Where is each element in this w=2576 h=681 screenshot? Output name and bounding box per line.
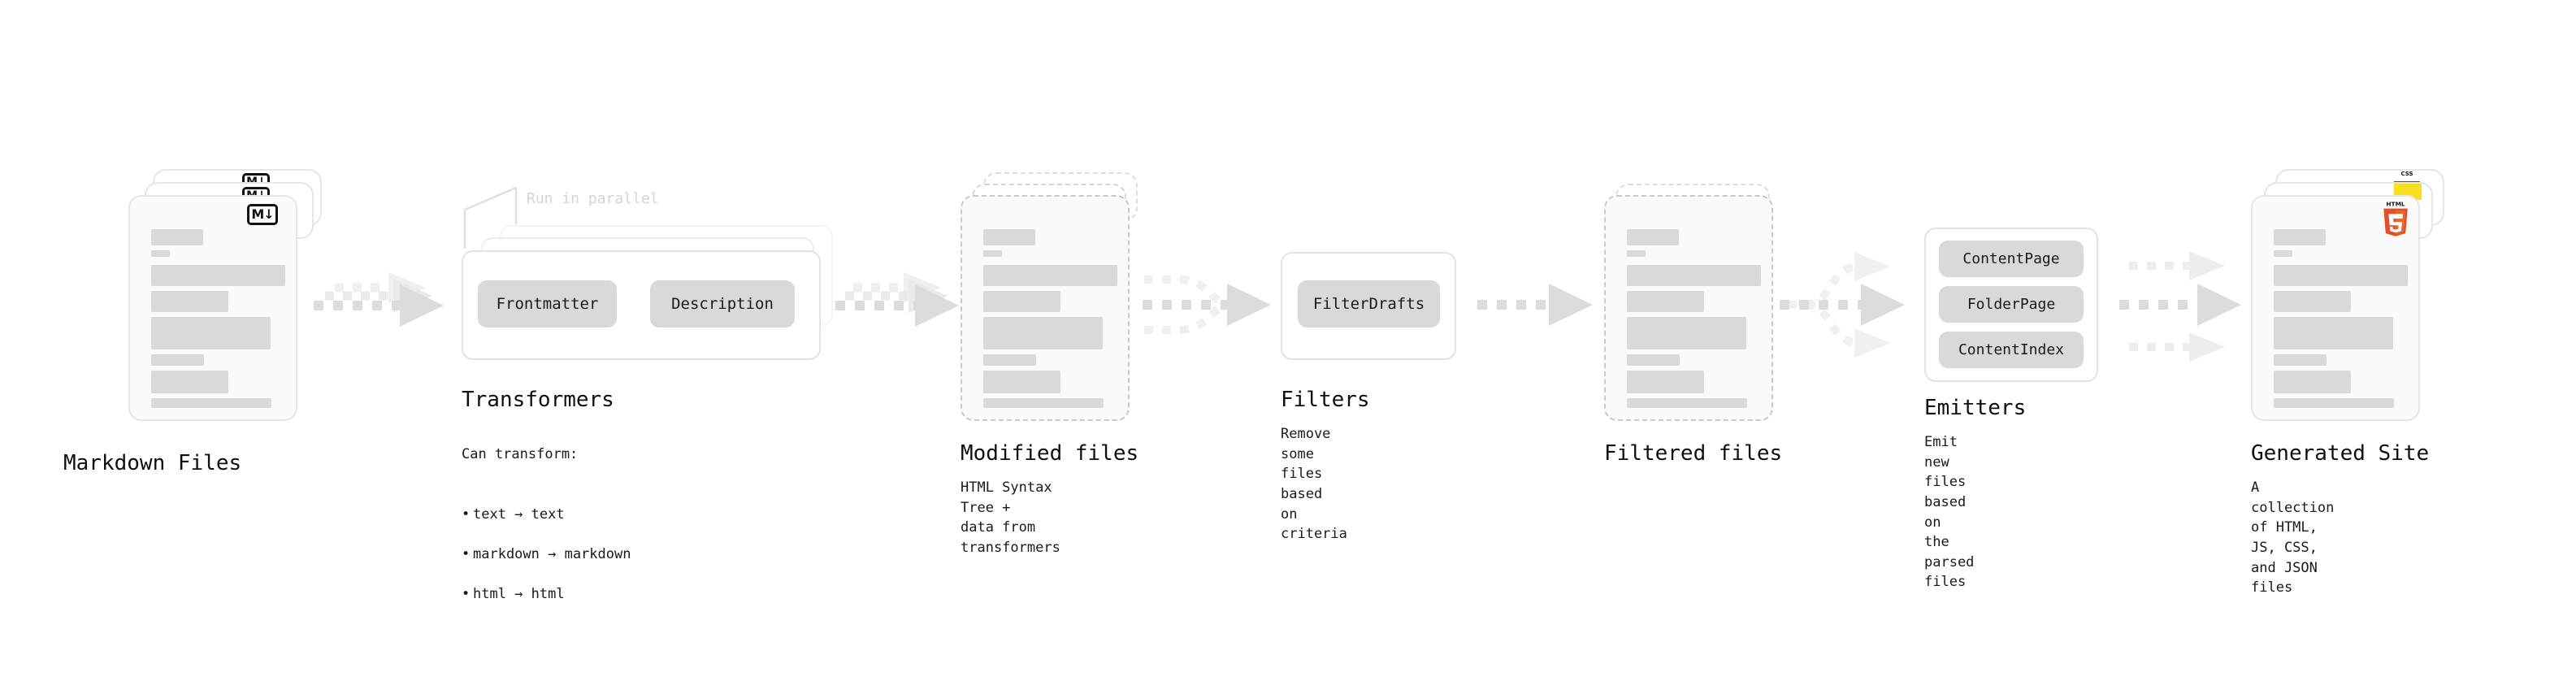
skeleton-bar <box>2274 354 2327 366</box>
transformer-pill-description[interactable]: Description <box>650 280 795 327</box>
stage-title-filtered-files: Filtered files <box>1604 441 1783 466</box>
skeleton-bar <box>1627 354 1680 366</box>
transformers-bullet-2: html → html <box>462 584 631 605</box>
skeleton-bar <box>151 229 203 245</box>
stage-title-modified-files: Modified files <box>961 441 1139 466</box>
connector-filters-to-filtered <box>1477 284 1593 326</box>
svg-text:HTML: HTML <box>2386 200 2405 207</box>
transformers-bullet-0: text → text <box>462 505 631 525</box>
skeleton-bar <box>983 229 1035 245</box>
emitters-pill-folderpage[interactable]: FolderPage <box>1939 286 2084 323</box>
skeleton-bar <box>983 317 1103 349</box>
skeleton-bar <box>151 250 170 257</box>
connector-emitters-to-site <box>2119 251 2241 362</box>
skeleton-bar <box>1627 229 1679 245</box>
skeleton-bar <box>151 354 204 366</box>
skeleton-bar <box>2274 229 2326 245</box>
transformer-pill-frontmatter[interactable]: Frontmatter <box>478 280 617 327</box>
stage-title-emitters: Emitters <box>1924 396 2027 420</box>
transformers-bullet-list: text → text markdown → markdown html → h… <box>462 484 631 624</box>
stage-title-filters: Filters <box>1281 388 1370 412</box>
skeleton-bar <box>151 265 285 286</box>
skeleton-bar <box>2274 291 2351 312</box>
stage-title-generated-site: Generated Site <box>2251 441 2430 466</box>
skeleton-bar <box>983 371 1060 393</box>
stage-title-markdown-files: Markdown Files <box>63 451 242 475</box>
emitters-pill-contentpage[interactable]: ContentPage <box>1939 241 2084 277</box>
skeleton-bar <box>2274 398 2394 408</box>
html5-icon: HTML <box>2379 200 2412 237</box>
skeleton-bar <box>983 250 1002 257</box>
skeleton-bar <box>1627 317 1746 349</box>
skeleton-bar <box>2274 317 2393 349</box>
skeleton-bar <box>983 354 1036 366</box>
generated-site-description: A collection of HTML, JS, CSS, and JSON … <box>2251 479 2335 596</box>
skeleton-bar <box>151 317 271 349</box>
connector-transformers-to-modified <box>835 272 959 327</box>
site-card-front <box>2251 195 2420 421</box>
skeleton-bar <box>1627 250 1646 257</box>
skeleton-bar <box>1627 398 1747 408</box>
connector-md-to-transformers <box>314 272 444 327</box>
emitters-description: Emit new files based on the parsed files <box>1924 434 1975 591</box>
skeleton-bar <box>2274 250 2292 257</box>
skeleton-bar <box>983 398 1104 408</box>
css-badge-label: CSS <box>2400 171 2413 177</box>
modified-card-front <box>961 195 1130 421</box>
filtered-card-front <box>1604 195 1773 421</box>
html5-icon-svg: HTML <box>2383 200 2408 236</box>
skeleton-bar <box>1627 265 1761 286</box>
skeleton-bar <box>151 398 271 408</box>
skeleton-bar <box>983 291 1060 312</box>
stage-title-transformers: Transformers <box>462 388 614 412</box>
skeleton-bar <box>1627 291 1704 312</box>
modified-files-description: HTML Syntax Tree + data from transformer… <box>961 479 1060 556</box>
emitters-pill-contentindex[interactable]: ContentIndex <box>1939 332 2084 368</box>
run-in-parallel-label: Run in parallel <box>527 190 659 207</box>
skeleton-bar <box>2274 371 2351 393</box>
connector-modified-to-filters <box>1143 275 1271 334</box>
filters-pill-filterdrafts[interactable]: FilterDrafts <box>1298 280 1440 327</box>
markdown-card-front <box>128 195 297 421</box>
skeleton-bar <box>151 291 228 312</box>
transformers-bullet-1: markdown → markdown <box>462 544 631 565</box>
filters-description: Remove some files based on criteria <box>1281 426 1347 543</box>
connector-filtered-to-emitters <box>1780 252 1905 358</box>
transformers-lead: Can transform: <box>462 445 579 462</box>
skeleton-bar <box>983 265 1117 286</box>
skeleton-bar <box>2274 265 2408 286</box>
markdown-badge-front: M↓ <box>247 204 278 225</box>
transformers-description: Can transform: text → text markdown → ma… <box>462 424 631 644</box>
skeleton-bar <box>151 371 228 393</box>
skeleton-bar <box>1627 371 1704 393</box>
